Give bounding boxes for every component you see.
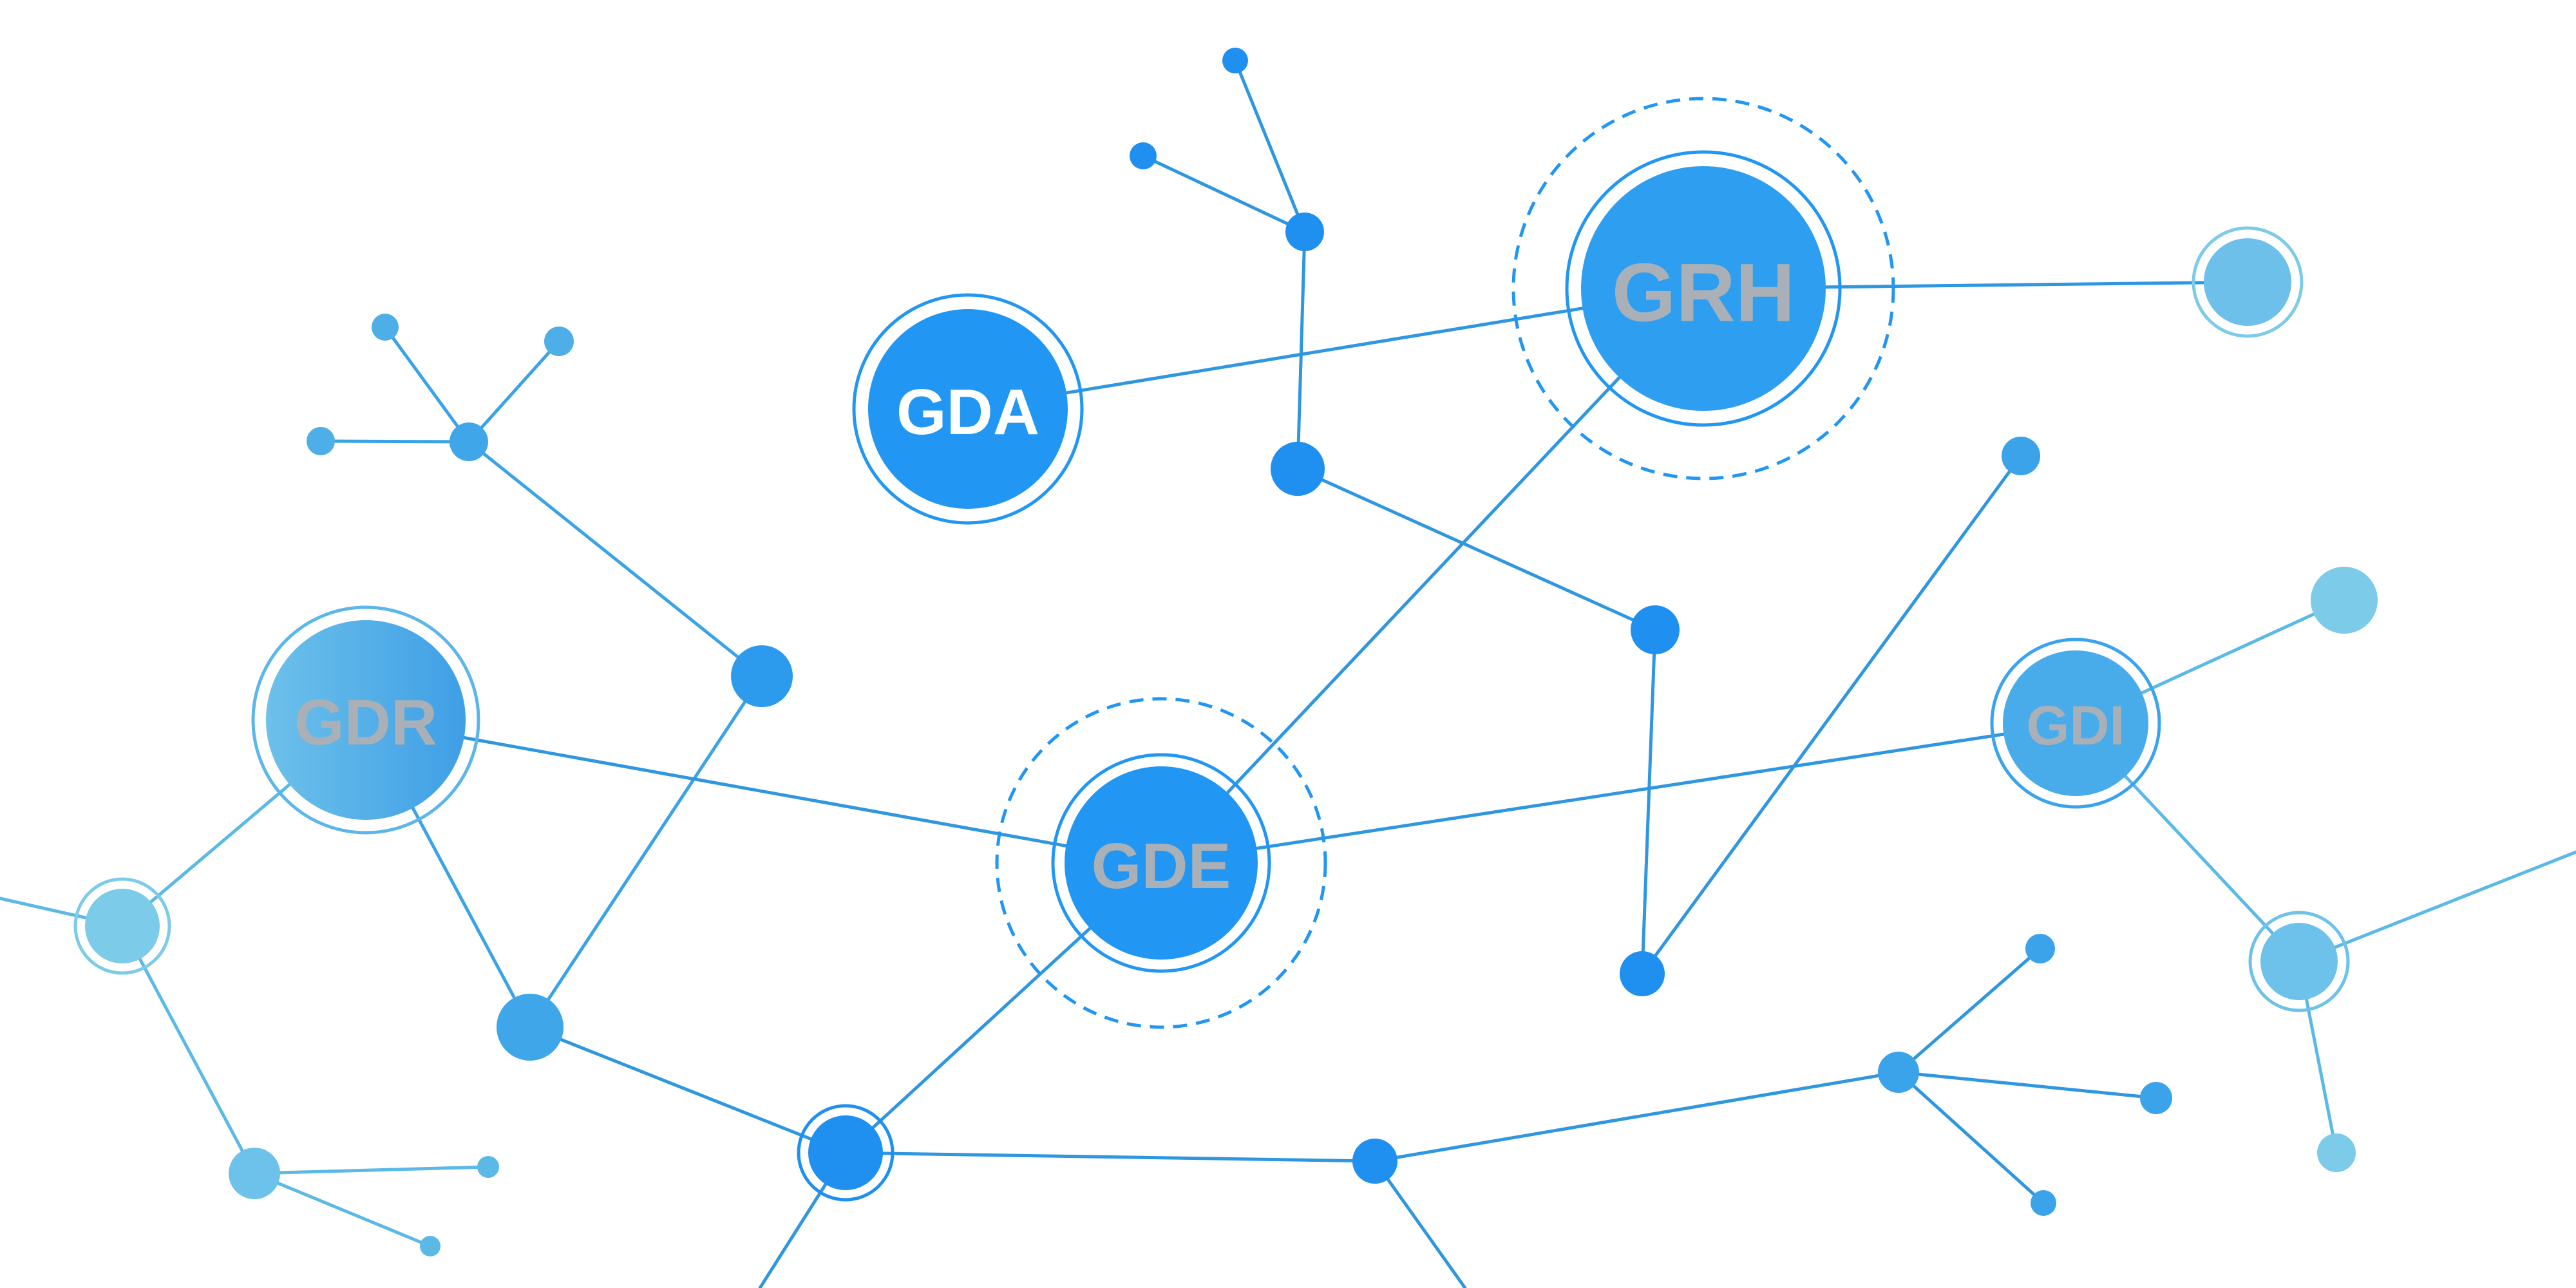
edge (1296, 467, 1657, 632)
edge (966, 287, 1705, 411)
edge (1373, 1070, 1900, 1163)
hub-label: GRH (1612, 247, 1795, 339)
edge (1640, 454, 2023, 976)
edge (364, 718, 1163, 865)
edge (844, 1151, 1377, 1163)
hub-grh: GRH (1511, 97, 1895, 480)
hubs: GDA GRH GDR GDE GDI (251, 97, 2161, 1029)
node (731, 645, 793, 707)
edge (120, 924, 256, 1175)
hub-label: GDA (896, 376, 1039, 448)
hub-label: GDE (1092, 830, 1231, 902)
edge (1159, 721, 2078, 865)
edge (1296, 230, 1307, 471)
hub-ring (1565, 150, 1842, 427)
edges (0, 59, 2576, 1288)
node (450, 422, 488, 461)
node (2140, 1082, 2172, 1114)
node-ring (2248, 911, 2350, 1012)
node (1620, 951, 1665, 996)
edge (1159, 287, 1705, 865)
edge (383, 325, 471, 444)
edge (1233, 59, 1307, 234)
node (544, 327, 574, 356)
edge (1897, 1070, 2158, 1100)
edge (528, 1025, 848, 1155)
hub-circle (868, 309, 1068, 509)
hub-dashed-ring (995, 697, 1327, 1029)
node (497, 994, 564, 1061)
edge (252, 1171, 432, 1248)
node (2317, 1133, 2356, 1172)
nodes (73, 48, 2378, 1256)
node (2025, 934, 2055, 963)
node (2204, 238, 2291, 326)
edge (1640, 628, 1657, 976)
node (2260, 923, 2338, 1000)
edge (2297, 850, 2576, 963)
node (307, 427, 335, 455)
hub-gdr: GDR (251, 605, 480, 835)
node (2031, 1190, 2056, 1216)
hub-circle (1581, 166, 1826, 411)
hub-ring (852, 293, 1084, 525)
hub-gde: GDE (995, 697, 1327, 1029)
node (420, 1236, 440, 1256)
hub-ring (1051, 753, 1271, 973)
node-ring (797, 1104, 895, 1202)
node (229, 1148, 280, 1199)
hub-gdi: GDI (1990, 638, 2161, 809)
hub-label: GDI (2027, 695, 2125, 757)
edge (1897, 947, 2042, 1074)
node-ring (73, 877, 171, 975)
edge (528, 674, 764, 1029)
hub-ring (1990, 638, 2161, 809)
hub-gda: GDA (852, 293, 1084, 525)
edge (252, 1165, 490, 1175)
edge (319, 439, 471, 444)
hub-label: GDR (294, 687, 437, 759)
node (477, 1156, 499, 1178)
hub-dashed-ring (1511, 97, 1895, 480)
node (2311, 567, 2378, 634)
hub-circle (2003, 650, 2148, 796)
edge (467, 339, 561, 444)
node (1878, 1052, 1919, 1093)
node (85, 889, 160, 963)
hub-ring (251, 605, 480, 835)
hub-circle (266, 620, 466, 820)
node (1222, 48, 1248, 73)
edge (1897, 1070, 2045, 1205)
node (1130, 142, 1157, 169)
edge (1373, 1159, 1467, 1288)
node (808, 1115, 883, 1190)
edge (467, 440, 764, 678)
hub-circle (1065, 766, 1258, 960)
edge (1141, 154, 1307, 234)
node-ring (2192, 226, 2304, 338)
node (1285, 213, 1324, 251)
node (1631, 605, 1680, 654)
node (372, 314, 399, 341)
node (2002, 437, 2040, 475)
node (1271, 442, 1325, 496)
node (1352, 1139, 1397, 1184)
